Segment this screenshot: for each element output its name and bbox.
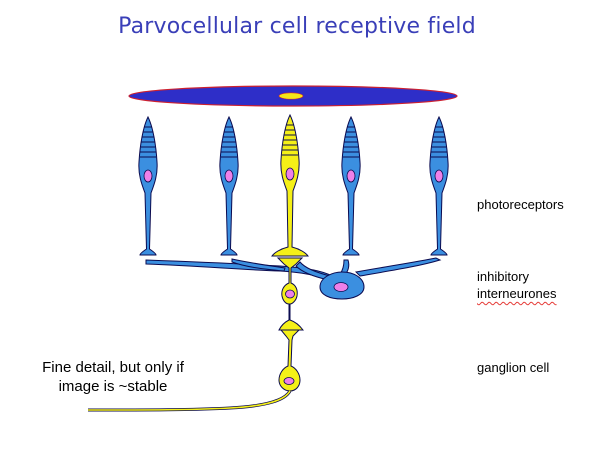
label-inhibitory-interneurones: inhibitory interneurones — [477, 268, 557, 302]
bipolar-cell — [276, 257, 305, 331]
label-ganglion-cell: ganglion cell — [477, 360, 550, 375]
photoreceptor-cone-1 — [138, 116, 158, 256]
label-inhibitory-line2: interneurones — [477, 286, 557, 301]
photoreceptor-cone-4 — [341, 116, 361, 256]
label-photoreceptors: photoreceptors — [477, 197, 564, 212]
label-inhibitory-line1: inhibitory — [477, 269, 530, 284]
photoreceptor-cone-5 — [429, 116, 449, 256]
slide-title: Parvocellular cell receptive field — [118, 14, 476, 39]
ganglion-cell — [278, 329, 301, 392]
photoreceptor-cone-center — [271, 113, 309, 257]
note-line1: Fine detail, but only if — [42, 359, 184, 376]
fine-detail-note: Fine detail, but only if image is ~stabl… — [18, 358, 208, 396]
interneurone-nucleus — [333, 282, 349, 292]
inhibitory-interneurone — [145, 257, 442, 300]
photoreceptor-cone-2 — [219, 116, 239, 256]
note-line2: image is ~stable — [58, 378, 168, 395]
receptive-field-center — [278, 92, 304, 100]
